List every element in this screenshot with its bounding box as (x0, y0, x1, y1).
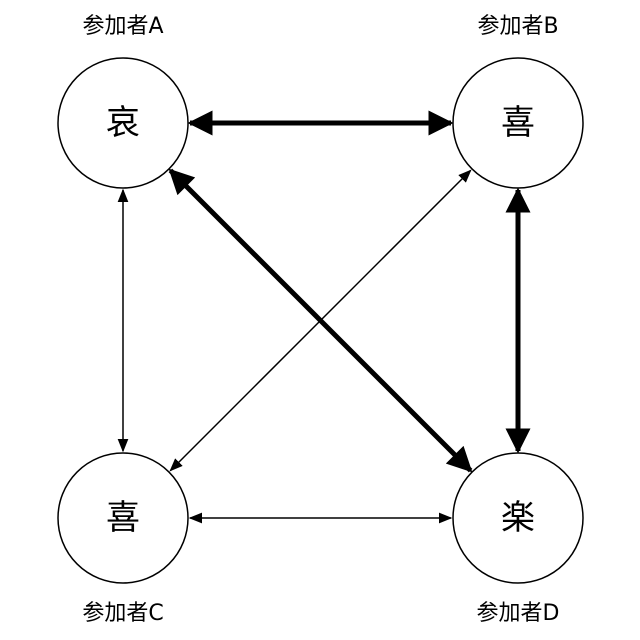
participant-b-emotion: 喜 (501, 103, 535, 143)
edges-layer (123, 123, 518, 518)
participant-c-label: 参加者C (82, 601, 163, 626)
participant-a-emotion: 哀 (106, 103, 140, 143)
participant-d-label: 参加者D (477, 601, 560, 626)
node-participant-c: 喜 参加者C (58, 453, 188, 626)
participant-b-label: 参加者B (477, 14, 558, 39)
node-participant-d: 楽 参加者D (453, 453, 583, 626)
node-participant-a: 参加者A 哀 (58, 14, 188, 188)
participant-a-label: 参加者A (82, 14, 163, 39)
node-participant-b: 参加者B 喜 (453, 14, 583, 188)
participant-d-emotion: 楽 (501, 498, 535, 538)
participant-c-emotion: 喜 (106, 498, 140, 538)
